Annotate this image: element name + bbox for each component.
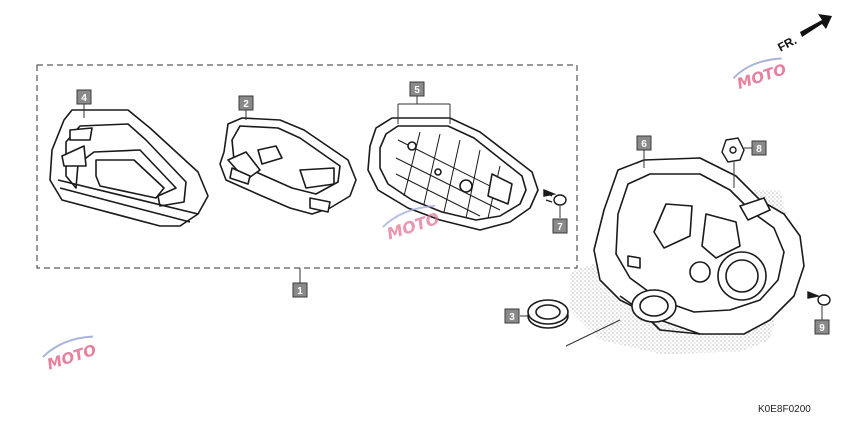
callout-7: 7 (552, 218, 568, 234)
callout-4-label: 4 (81, 93, 87, 104)
callout-9: 9 (814, 319, 830, 335)
watermark-text-3: MOTO (45, 341, 99, 374)
watermark-bottom-left: MOTO (42, 335, 99, 374)
callout-2-label: 2 (243, 99, 249, 110)
callout-6-label: 6 (641, 139, 647, 150)
callout-3: 3 (504, 308, 520, 324)
drawing-code: K0E8F0200 (758, 404, 811, 415)
part-2-case (219, 117, 357, 215)
part-6-rear-housing (570, 157, 805, 354)
callout-2: 2 (238, 95, 254, 111)
part-3-grommet (527, 299, 569, 329)
callout-8: 8 (751, 140, 767, 156)
callout-9-label: 9 (819, 323, 825, 334)
callout-5: 5 (409, 81, 425, 97)
callout-1: 1 (292, 282, 308, 298)
part-5-housing (367, 117, 539, 231)
part-8-clip (721, 137, 745, 163)
front-arrow-icon (800, 14, 832, 37)
watermark-top-right: MOTO (732, 57, 789, 93)
callout-6: 6 (636, 135, 652, 151)
part-4-cover (49, 109, 209, 227)
front-direction-marker: FR. (775, 14, 832, 55)
callout-8-label: 8 (756, 144, 762, 155)
front-label: FR. (775, 33, 799, 54)
part-9-screw (807, 290, 831, 306)
part-7-screw (543, 188, 567, 206)
watermark-text-2: MOTO (384, 209, 442, 244)
leader-3b (565, 319, 621, 347)
callout-1-label: 1 (297, 286, 303, 297)
assembly-group-box (36, 64, 578, 269)
callout-7-label: 7 (557, 222, 563, 233)
callout-5-label: 5 (414, 85, 420, 96)
callout-3-label: 3 (509, 312, 515, 323)
callout-4: 4 (76, 89, 92, 105)
watermark-text-1: MOTO (735, 60, 789, 93)
